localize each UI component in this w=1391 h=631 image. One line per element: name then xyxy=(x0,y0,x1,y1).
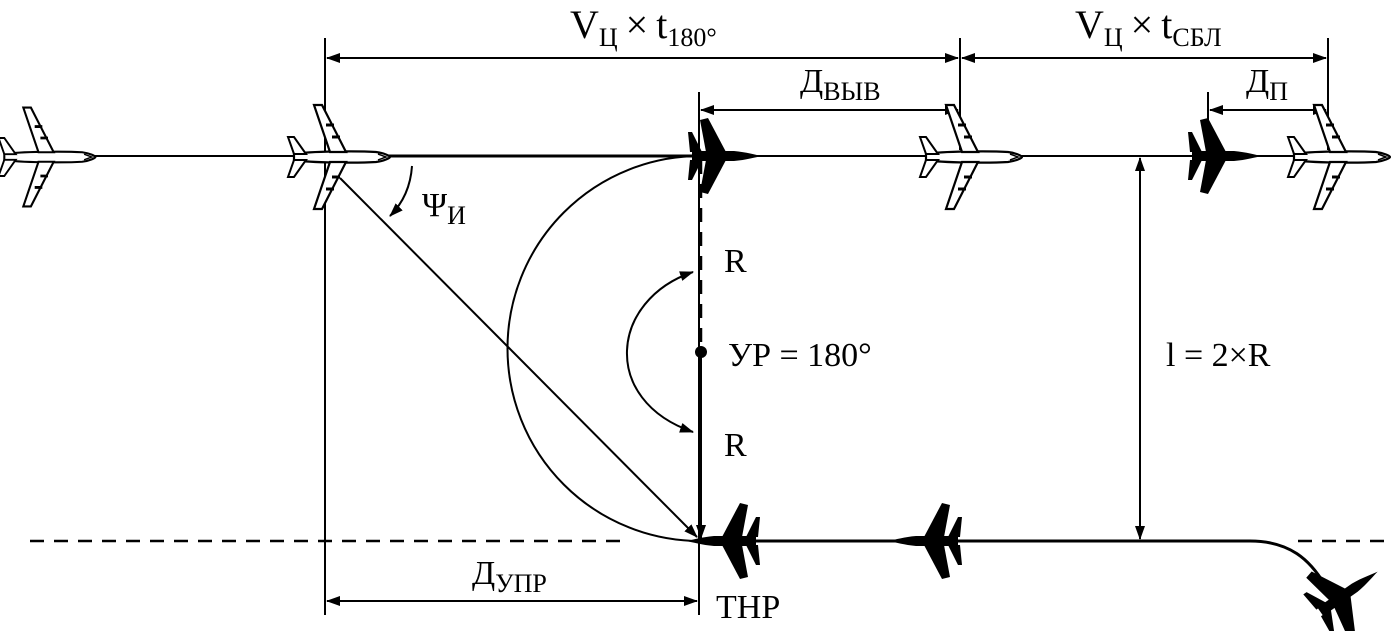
airliner-outline-icon xyxy=(0,106,97,208)
ur-angle-arc xyxy=(626,271,694,433)
turn-center-dot xyxy=(695,346,707,358)
label-dupr: ДУПР xyxy=(472,555,547,598)
label-vt180: VЦ×t180° xyxy=(570,2,717,52)
label-dvyv: ДВЫВ xyxy=(800,63,881,106)
fighter-solid-icon xyxy=(888,503,962,579)
fighter-solid-icon xyxy=(686,503,760,579)
label-ur: УР = 180° xyxy=(728,337,872,374)
turn-semicircle xyxy=(506,155,701,542)
psi-angle-arc xyxy=(389,165,413,217)
label-r-bottom: R xyxy=(724,427,747,464)
fighter-solid-icon xyxy=(1295,540,1391,631)
airliner-outline-icon xyxy=(1286,103,1391,211)
label-l: l = 2×R xyxy=(1166,337,1271,374)
airliner-outline-icon xyxy=(286,103,392,211)
airliner-outline-icon xyxy=(918,103,1024,211)
exit-curve xyxy=(1140,539,1327,586)
intercept-diagonal xyxy=(339,177,698,538)
label-r-top: R xyxy=(724,243,747,280)
label-psi: ΨИ xyxy=(422,187,466,230)
label-tnr: ТНР xyxy=(716,589,780,626)
label-dp: ДП xyxy=(1246,63,1288,106)
fighter-solid-icon xyxy=(1188,118,1262,194)
label-vtsbl: VЦ×tСБЛ xyxy=(1075,2,1222,52)
